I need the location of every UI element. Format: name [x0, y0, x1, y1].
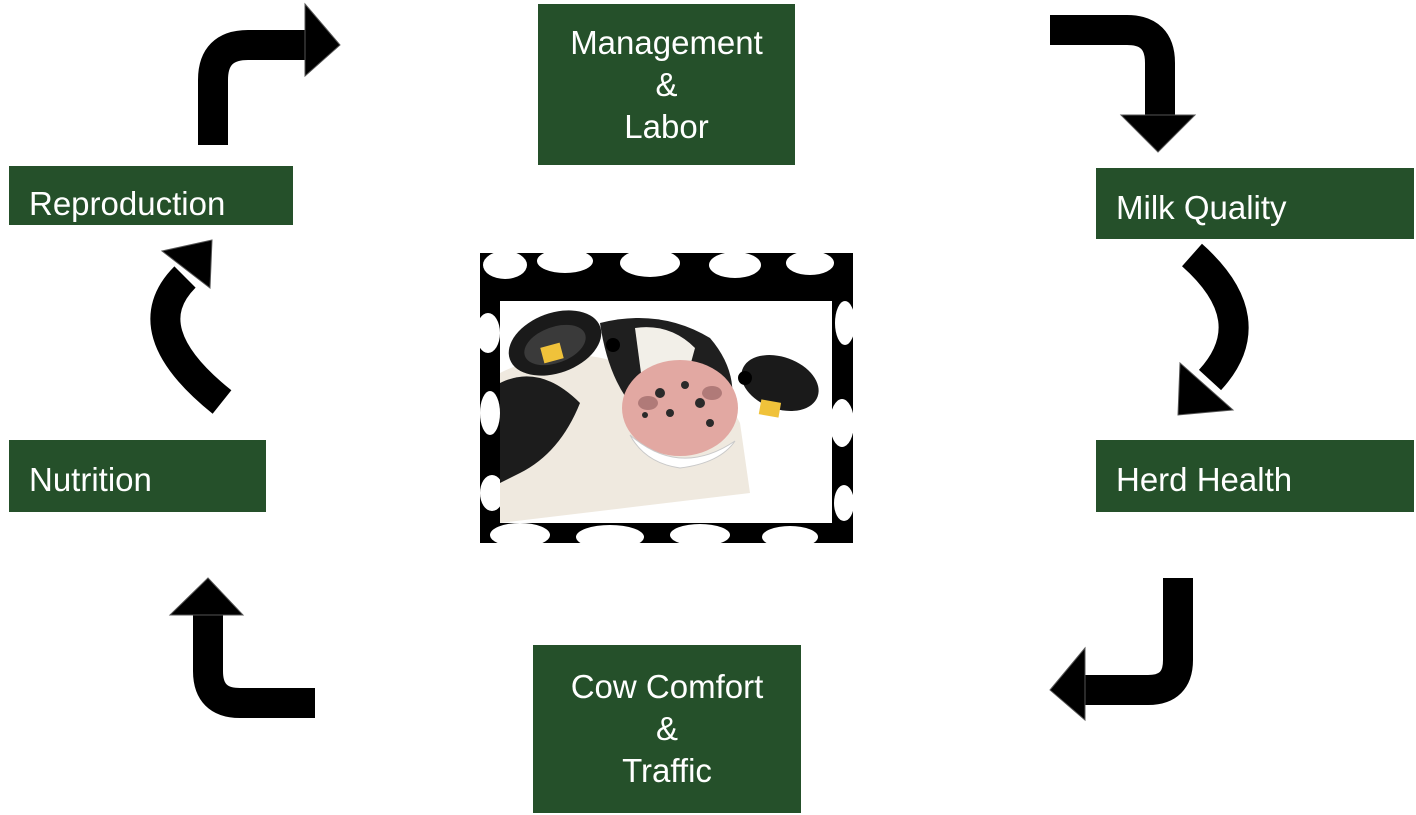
cow-print-frame	[480, 253, 853, 543]
arrow-nutrition-to-reproduction	[150, 239, 232, 414]
nutrition-box: Nutrition	[9, 440, 266, 512]
arrow-reproduction-to-management	[198, 2, 341, 145]
cow-illustration	[500, 310, 819, 523]
management-line3: Labor	[624, 107, 709, 145]
milk-quality-label: Milk Quality	[1116, 189, 1287, 226]
reproduction-box: Reproduction	[9, 166, 293, 225]
reproduction-label: Reproduction	[29, 185, 226, 222]
herd-health-label: Herd Health	[1116, 461, 1293, 498]
management-line2: &	[655, 65, 678, 103]
management-line1: Management	[570, 23, 763, 61]
management-labor-box: Management & Labor	[538, 4, 795, 165]
cow-photo	[480, 253, 853, 543]
cow-comfort-line3: Traffic	[622, 752, 712, 789]
arrow-cow-comfort-to-nutrition	[168, 577, 315, 718]
arrow-milk-quality-to-herd-health	[1177, 243, 1249, 416]
arrow-herd-health-to-cow-comfort	[1049, 578, 1193, 722]
arrow-management-to-milk-quality	[1050, 15, 1197, 153]
cow-comfort-line1: Cow Comfort	[570, 668, 764, 705]
cow-comfort-traffic-box: Cow Comfort & Traffic	[533, 645, 801, 813]
herd-health-box: Herd Health	[1096, 440, 1414, 512]
cow-comfort-line2: &	[655, 710, 678, 747]
nutrition-label: Nutrition	[29, 461, 152, 498]
milk-quality-box: Milk Quality	[1096, 168, 1414, 239]
